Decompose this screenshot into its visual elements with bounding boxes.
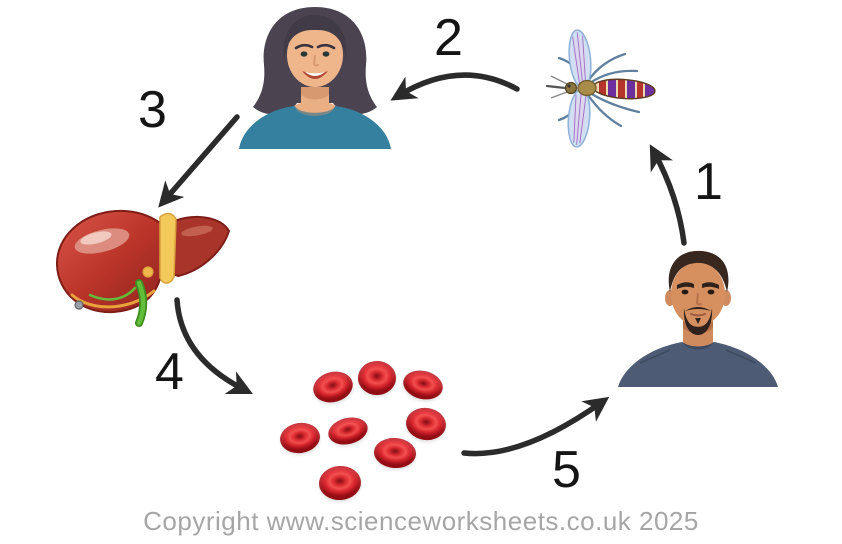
man-icon — [618, 250, 778, 387]
mosquito-abdomen — [592, 77, 656, 101]
mosquito-wing-lower — [567, 88, 591, 148]
mosquito-wing-upper — [568, 29, 592, 89]
red-blood-cell — [403, 405, 449, 443]
red-blood-cell — [325, 413, 371, 449]
red-blood-cell — [400, 366, 446, 404]
step-number-5: 5 — [552, 441, 581, 499]
arrow-step-2 — [390, 72, 520, 101]
red-blood-cell — [309, 367, 357, 407]
step-number-1: 1 — [694, 153, 723, 211]
step-number-4: 4 — [155, 343, 184, 401]
step-number-3: 3 — [138, 81, 167, 139]
liver-icon — [55, 209, 231, 327]
red-blood-cell — [358, 361, 396, 395]
woman-icon — [239, 7, 391, 149]
arrow-step-5 — [461, 396, 610, 457]
copyright-text: Copyright www.scienceworksheets.co.uk 20… — [143, 506, 699, 536]
red-blood-cell — [317, 464, 363, 502]
step-number-2: 2 — [434, 9, 463, 67]
red-blood-cell — [373, 436, 417, 470]
arrow-step-1 — [649, 144, 687, 246]
red-blood-cell — [278, 420, 322, 456]
mosquito-icon — [545, 29, 656, 148]
arrow-step-3 — [158, 114, 240, 208]
